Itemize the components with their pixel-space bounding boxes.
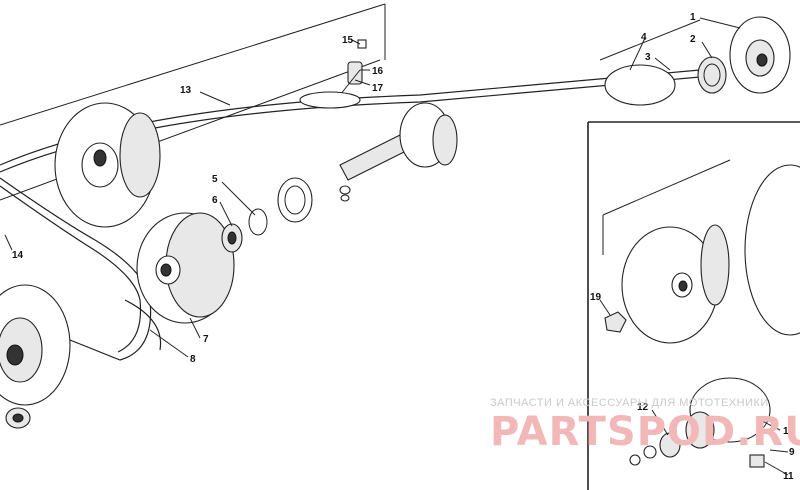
lower-left-clutch — [0, 284, 71, 429]
callout-16: 16 — [372, 66, 384, 77]
callout-10: 10 — [783, 426, 795, 437]
callout-5: 5 — [212, 174, 218, 185]
callout-11: 11 — [783, 471, 794, 482]
callout-7: 7 — [203, 334, 209, 345]
bearing-and-rings — [221, 177, 313, 253]
callout-2: 2 — [690, 34, 696, 45]
callout-3: 3 — [645, 52, 651, 63]
inset-panel — [587, 121, 800, 490]
callout-12: 12 — [637, 402, 649, 413]
callout-13: 13 — [180, 85, 192, 96]
watermark-brand: PARTSPOD.RU — [490, 409, 800, 455]
inset-driven-clutch — [604, 164, 800, 344]
spring-assembly — [299, 39, 367, 109]
upper-right-clutch — [604, 16, 791, 106]
callout-labels: 1 2 3 4 5 6 7 8 9 10 11 12 13 14 15 16 1… — [12, 12, 795, 482]
primary-clutch-sheave — [54, 102, 161, 228]
drive-belt-lower — [0, 177, 162, 361]
callout-9: 9 — [789, 447, 795, 458]
guide-line-top-right — [599, 19, 701, 61]
guide-line-top-left — [0, 3, 386, 126]
inset-lower-parts — [629, 377, 771, 468]
callout-4: 4 — [641, 32, 647, 43]
drive-shaft — [339, 102, 458, 202]
leader-lines — [4, 17, 789, 476]
drive-belt-upper — [0, 69, 701, 173]
watermark: ЗАПЧАСТИ И АКСЕССУАРЫ ДЛЯ МОТОТЕХНИКИ PA… — [490, 397, 800, 455]
callout-1: 1 — [690, 12, 696, 23]
callout-17: 17 — [372, 83, 384, 94]
callout-6: 6 — [212, 195, 218, 206]
callout-15: 15 — [342, 35, 354, 46]
callout-19: 19 — [590, 292, 602, 303]
callout-14: 14 — [12, 250, 24, 261]
callout-8: 8 — [190, 354, 196, 365]
watermark-caption: ЗАПЧАСТИ И АКСЕССУАРЫ ДЛЯ МОТОТЕХНИКИ — [490, 397, 769, 409]
secondary-sheave — [136, 212, 235, 324]
